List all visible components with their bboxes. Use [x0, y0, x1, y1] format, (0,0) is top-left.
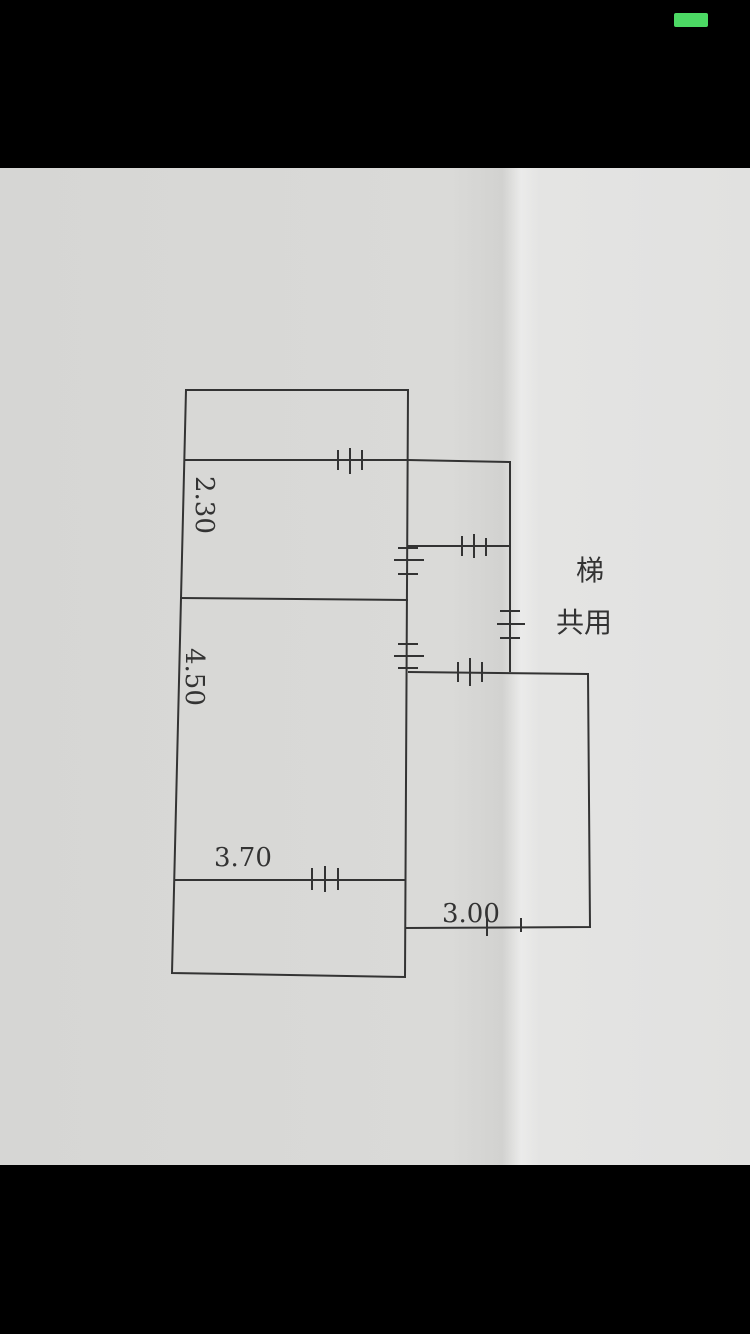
window-mark — [461, 534, 487, 558]
floor-plan-diagram: 2.30 4.50 3.70 3.00 梯 共用 — [170, 389, 612, 979]
battery-icon — [674, 13, 708, 27]
status-bar — [0, 0, 750, 40]
window-mark — [394, 643, 424, 669]
dimension-label: 4.50 — [179, 648, 209, 706]
window-mark — [311, 866, 339, 892]
dimension-label: 2.30 — [189, 476, 219, 534]
stair-wall — [407, 459, 511, 672]
stair-label: 梯 — [576, 554, 604, 587]
balcony-outline — [404, 671, 592, 929]
window-mark — [497, 610, 525, 639]
wall — [179, 597, 409, 601]
dimension-label: 3.00 — [442, 899, 500, 929]
dimension-label: 3.70 — [214, 843, 272, 873]
main-unit-outline — [170, 389, 410, 979]
window-mark — [486, 918, 522, 936]
floor-plan-photo[interactable]: 2.30 4.50 3.70 3.00 梯 共用 — [0, 168, 750, 1165]
window-mark — [337, 448, 363, 474]
window-mark — [457, 658, 483, 686]
shared-label: 共用 — [556, 606, 612, 639]
window-mark — [394, 547, 424, 575]
